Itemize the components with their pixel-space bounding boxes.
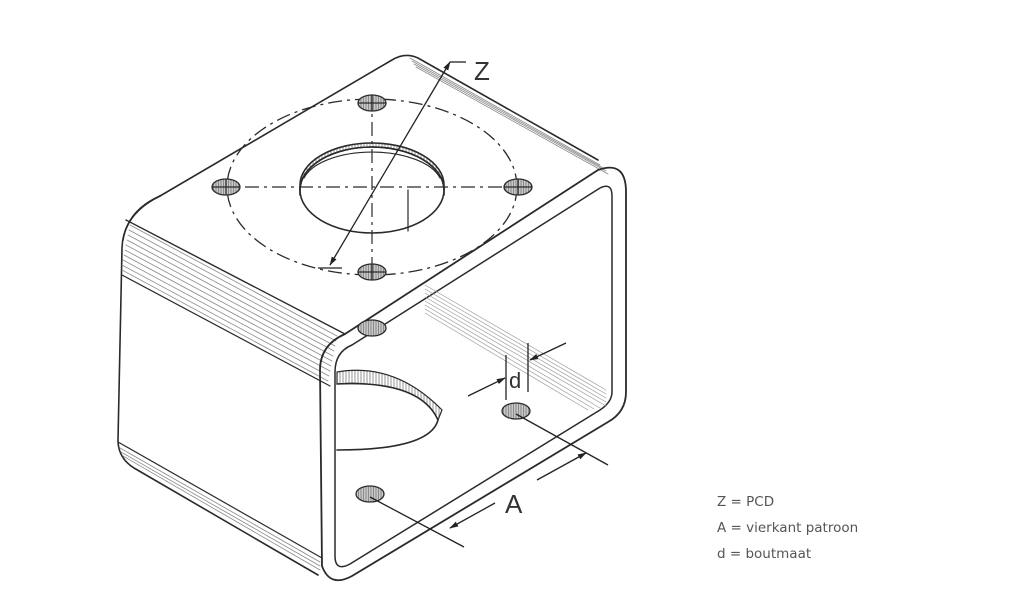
bolt-hole-inner-bottom (355, 485, 385, 503)
front-bolt-holes (355, 319, 531, 503)
bolt-hole-top-left (211, 178, 241, 196)
bottom-bend-hatch (119, 447, 321, 571)
left-bend-hatch (121, 224, 338, 382)
legend-item-d: d = boutmaat (717, 546, 812, 562)
front-frame-outer (319, 166, 627, 582)
top-face-outline (159, 54, 599, 197)
legend: Z = PCD A = vierkant patroon d = boutmaa… (717, 489, 858, 567)
a-dimension (369, 413, 609, 548)
a-label: A (505, 489, 523, 519)
bolt-hole-inner-right (501, 402, 531, 420)
bolt-hole-top-right (503, 178, 533, 196)
front-face-hole (336, 369, 443, 451)
left-face-outline (117, 195, 319, 576)
z-label: Z (474, 56, 490, 86)
back-bend-hatch (409, 57, 609, 175)
z-dimension (318, 61, 466, 269)
d-dimension (467, 342, 567, 400)
d-label: d (509, 368, 521, 393)
bolt-hole-top-back (357, 94, 387, 112)
bolt-hole-top-front (357, 263, 387, 281)
front-frame-inner (334, 185, 613, 568)
bolt-hole-inner-top (357, 319, 387, 337)
legend-item-z: Z = PCD (717, 494, 775, 510)
legend-item-a: A = vierkant patroon (717, 520, 859, 536)
